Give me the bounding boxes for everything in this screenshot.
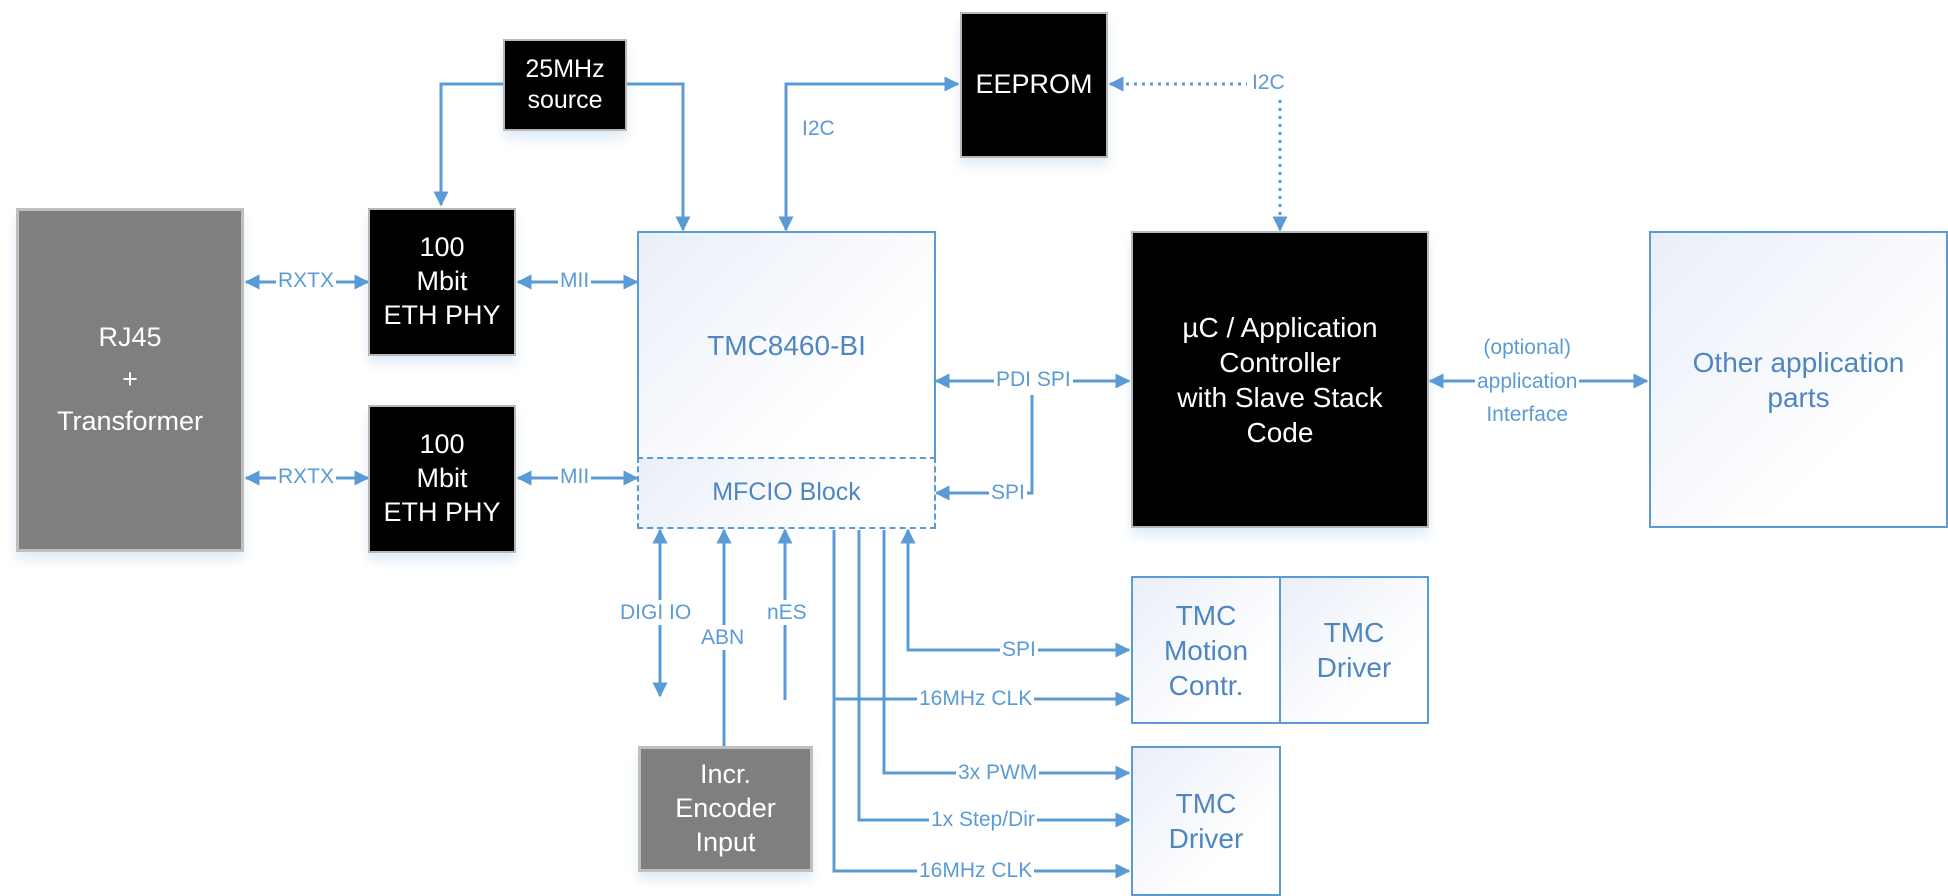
spi-mfcio-line	[934, 395, 1034, 501]
spi-tmc-label: SPI	[1000, 637, 1038, 663]
eth-phy-1-label: 100 Mbit ETH PHY	[383, 232, 501, 330]
mfcio-block: MFCIO Block	[637, 457, 936, 529]
spi-mfcio-label: SPI	[989, 480, 1027, 506]
eeprom-block: EEPROM	[960, 12, 1108, 158]
tmc-driver-2-label: TMC Driver	[1168, 788, 1244, 854]
rxtx-2-label: RXTX	[276, 464, 337, 490]
eth-phy-1-block: 100 Mbit ETH PHY	[368, 208, 516, 356]
abn-label: ABN	[699, 625, 747, 651]
mii-2-label: MII	[558, 464, 592, 490]
encoder-block: Incr. Encoder Input	[638, 746, 813, 872]
nes-label: nES	[765, 600, 809, 626]
eeprom-label: EEPROM	[975, 69, 1093, 100]
clock-to-tmc8460-line	[625, 82, 691, 232]
mfcio-label: MFCIO Block	[712, 478, 861, 507]
clk-driver-label: 16MHz CLK	[917, 858, 1035, 884]
pdi-spi-label: PDI SPI	[994, 367, 1073, 393]
tmc8460-label: TMC8460-BI	[707, 329, 866, 361]
other-application-parts-block: Other application parts	[1649, 231, 1948, 528]
i2c-uc-label: I2C	[1250, 70, 1287, 96]
clock-to-phy-line	[433, 82, 505, 207]
tmc-driver-1-label: TMC Driver	[1316, 617, 1392, 683]
eth-phy-2-block: 100 Mbit ETH PHY	[368, 405, 516, 553]
tmc-motion-controller-block: TMC Motion Contr.	[1131, 576, 1281, 724]
mii-1-label: MII	[558, 268, 592, 294]
step-dir-line	[857, 530, 1131, 828]
eth-phy-2-label: 100 Mbit ETH PHY	[383, 429, 501, 527]
other-app-label: Other application parts	[1692, 346, 1905, 413]
uc-label: µC / Application Controller with Slave S…	[1177, 311, 1383, 448]
tmc8460-block: TMC8460-BI	[637, 231, 936, 459]
pwm-line	[882, 530, 1131, 781]
clk-motion-label: 16MHz CLK	[917, 686, 1035, 712]
clock-source-block: 25MHz source	[503, 39, 627, 131]
encoder-label: Incr. Encoder Input	[675, 759, 776, 857]
rj45-block: RJ45 + Transformer	[16, 208, 244, 552]
i2c-eeprom-label: I2C	[802, 117, 835, 140]
app-interface-label: (optional) application Interface	[1475, 331, 1580, 432]
digi-io-label: DIGI IO	[618, 600, 694, 626]
i2c-eeprom-line	[778, 76, 960, 232]
tmc-motion-label: TMC Motion Contr.	[1163, 599, 1249, 701]
tmc-driver-2-block: TMC Driver	[1131, 746, 1281, 896]
step-dir-label: 1x Step/Dir	[929, 807, 1037, 833]
pwm-label: 3x PWM	[956, 760, 1040, 786]
tmc-driver-1-block: TMC Driver	[1279, 576, 1429, 724]
spi-tmc-line	[900, 528, 1131, 658]
clock-source-label: 25MHz source	[525, 54, 605, 114]
uc-application-controller-block: µC / Application Controller with Slave S…	[1131, 231, 1429, 528]
rj45-label: RJ45 + Transformer	[56, 322, 204, 436]
rxtx-1-label: RXTX	[276, 268, 337, 294]
